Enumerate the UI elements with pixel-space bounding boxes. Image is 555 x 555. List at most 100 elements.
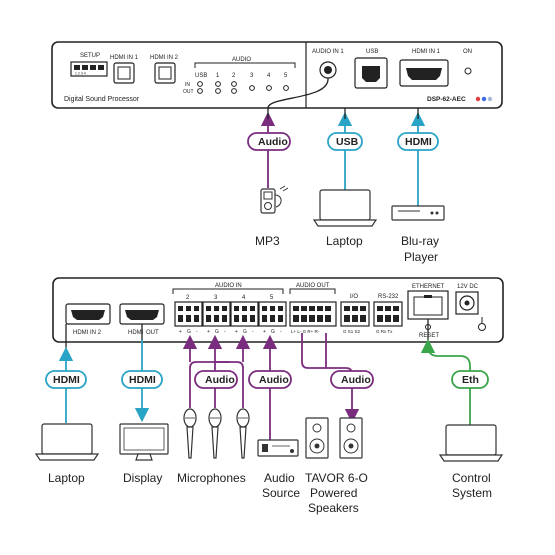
laptop-bottom-label: Laptop	[48, 471, 85, 485]
bluray-label-1: Blu-ray	[401, 234, 439, 248]
setup-digits: 1 2 3 4	[75, 72, 86, 76]
setup-label: SETUP	[80, 53, 100, 59]
pill-hdmi-laptop-text: HDMI	[53, 374, 80, 386]
hdmi-in1-button-face	[117, 66, 131, 80]
control-system-label-2: System	[452, 486, 492, 500]
audio-group-bracket	[194, 62, 296, 68]
speaker-icons	[305, 417, 363, 459]
front-panel-body	[51, 41, 503, 109]
rear-hdmi-in2-label: HDMI IN 2	[73, 330, 102, 336]
audio-in-label: AUDIO IN	[215, 283, 242, 289]
on-label: ON	[463, 49, 472, 55]
microphone-icon	[183, 408, 197, 459]
reset-label: RESET	[419, 333, 439, 339]
audio-leds	[197, 81, 289, 94]
display-label: Display	[123, 471, 162, 485]
rear-hdmi-out-label2: OUT	[146, 330, 159, 336]
audio-ch-5-label: 5	[284, 73, 288, 79]
audio-in-ch5-label: 5	[270, 295, 274, 301]
laptop-bottom-icon	[34, 423, 100, 461]
front-panel: SETUP 1 2 3 4 HDMI IN 1 HDMI IN 2 AUDIO …	[51, 41, 503, 109]
io-label: I/O	[350, 294, 358, 300]
audio-group-label: AUDIO	[232, 57, 251, 63]
audio-out-pin-labels: L+ L- G R+ R-	[291, 329, 320, 334]
audio-in1-jack-label: AUDIO IN 1	[312, 49, 344, 55]
rear-hdmi-out-socket	[125, 310, 159, 320]
svg-text:-: -	[196, 329, 198, 335]
pill-eth-text: Eth	[462, 374, 479, 386]
microphone-icon	[236, 408, 250, 459]
pill-audio-speakers-text: Audio	[341, 374, 371, 386]
device-name: Digital Sound Processor	[64, 96, 140, 103]
pill-usb-text: USB	[336, 136, 359, 148]
hdmi-in1-button-label: HDMI IN 1	[110, 55, 139, 61]
laptop-top-icon	[312, 189, 378, 227]
display-icon	[119, 423, 169, 461]
mic3-line	[215, 361, 244, 408]
top-pills: Audio USB HDMI	[247, 132, 439, 151]
dc-jack-pin	[464, 300, 470, 306]
rs232-pin-labels: G Rx Tx	[376, 329, 393, 334]
usb-port-label: USB	[366, 49, 378, 55]
pill-audio-source	[248, 370, 292, 389]
audio-in-row-label: IN	[185, 82, 190, 88]
rear-panel: HDMI IN 2 HDMI OUT AUDIO IN 2 3 4 5	[52, 277, 504, 343]
audio-in-bracket	[172, 288, 284, 294]
audio-in-terminal-blocks[interactable]	[174, 301, 287, 327]
svg-text:-: -	[224, 329, 226, 335]
svg-text:G: G	[215, 329, 219, 335]
rs232-terminal-block[interactable]	[373, 301, 403, 327]
pill-audio-mp3	[247, 132, 291, 151]
mp3-label: MP3	[255, 234, 280, 248]
audio-out-label: AUDIO OUT	[296, 283, 330, 289]
audio-in-ch4-label: 4	[242, 295, 246, 301]
control-eth-line	[420, 338, 471, 425]
speaker-icon	[339, 417, 363, 459]
pill-hdmi-laptop	[45, 370, 87, 389]
pill-audio-mics-text: Audio	[205, 374, 235, 386]
audio-in1-jack-hole	[324, 66, 332, 74]
hdmi-in1-port-socket	[406, 68, 442, 80]
hdmi-in2-button[interactable]	[154, 62, 176, 84]
led-red-dot	[475, 96, 481, 102]
audio-in1-cable	[267, 77, 329, 109]
on-led	[464, 67, 472, 75]
bottom-pills: HDMI HDMI Audio Audio Audio Eth	[45, 370, 489, 389]
pill-audio-mp3-text: Audio	[258, 136, 288, 148]
speakers-label-3: Speakers	[308, 501, 359, 515]
pill-hdmi-display	[121, 370, 163, 389]
dip-switch-keys	[74, 65, 104, 70]
io-terminal-block[interactable]	[340, 301, 370, 327]
bluray-label-2: Player	[404, 250, 438, 264]
rear-hdmi-out-label: HDMI	[128, 330, 144, 336]
pill-hdmi-display-text: HDMI	[129, 374, 156, 386]
pill-hdmi-top	[397, 132, 439, 151]
audio-ch-1-label: 1	[216, 73, 220, 79]
hdmi-in2-button-label: HDMI IN 2	[150, 55, 179, 61]
audio-ch-3-label: 3	[250, 73, 254, 79]
svg-text:G: G	[271, 329, 275, 335]
hdmi-in1-button[interactable]	[113, 62, 135, 84]
dc-label: 12V DC	[457, 284, 479, 290]
dc-polarity-icon	[478, 323, 486, 331]
audio-out-bracket	[289, 288, 336, 294]
led-light-dot	[487, 96, 493, 102]
audio-ch-2-label: 2	[232, 73, 236, 79]
svg-text:G: G	[187, 329, 191, 335]
usb-port-socket	[362, 66, 380, 82]
speaker-icon	[305, 417, 329, 459]
mic1-line	[189, 361, 230, 408]
audio-in-ch3-label: 3	[214, 295, 218, 301]
audio-source-label-2: Source	[262, 486, 300, 500]
model-label: DSP-62-AEC	[427, 96, 466, 103]
audio-out-terminal-block[interactable]	[289, 301, 337, 327]
hdmi-in1-port-label: HDMI IN 1	[412, 49, 441, 55]
rear-hdmi-in2-socket	[71, 310, 105, 320]
microphone-icon	[208, 408, 222, 459]
laptop-top-label: Laptop	[326, 234, 363, 248]
svg-text:-: -	[252, 329, 254, 335]
rs232-label: RS-232	[378, 294, 399, 300]
dc-jack-ring	[459, 295, 475, 311]
audio-ch-usb-label: USB	[195, 73, 207, 79]
pill-eth	[451, 370, 489, 389]
